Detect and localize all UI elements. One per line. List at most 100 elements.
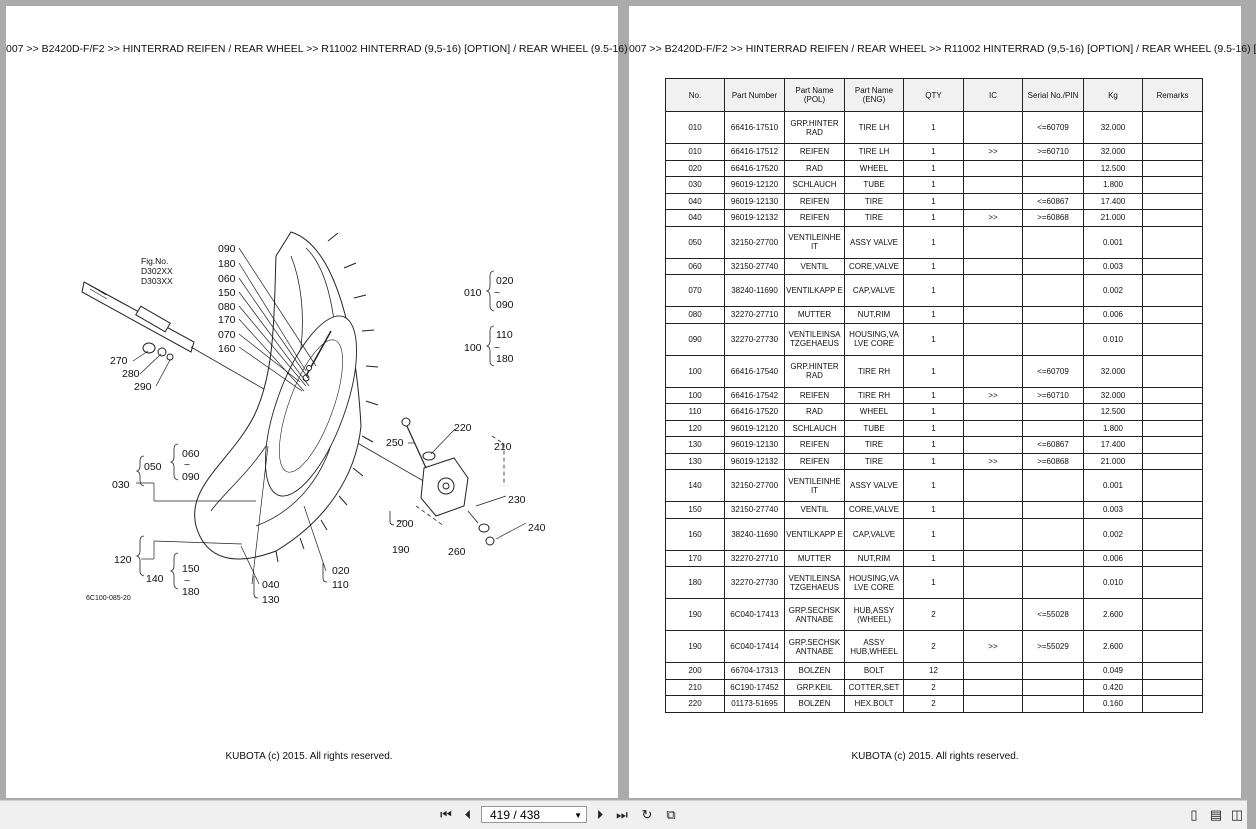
cell-no: 010	[665, 111, 725, 144]
cell-part-name-pol: VENTIL	[784, 257, 845, 275]
cell-part-number: 32270-27710	[724, 306, 785, 324]
cell-part-name-eng: TIRE	[844, 436, 904, 454]
callout-label: 080	[218, 301, 236, 313]
single-page-view-icon[interactable]: ▯	[1190, 807, 1198, 822]
cell-part-name-pol: VENTILEINSA TZGEHAEUS	[784, 566, 845, 599]
cell-ic: >>	[963, 452, 1023, 470]
cell-part-name-eng: BOLT	[844, 662, 904, 680]
cell-remarks	[1142, 274, 1203, 307]
last-page-icon[interactable]: ⏭	[616, 807, 628, 822]
cell-qty: 1	[903, 566, 964, 599]
cell-serial: >=55029	[1022, 630, 1084, 663]
cell-part-name-pol: MUTTER	[784, 306, 845, 324]
cell-part-number: 32270-27730	[724, 566, 785, 599]
first-page-icon[interactable]: ⏮	[440, 807, 452, 822]
page-number-select[interactable]: 419 / 438 ▼	[481, 806, 587, 823]
cell-no: 020	[665, 159, 725, 177]
next-page-icon[interactable]: ⏵	[596, 807, 604, 822]
cell-serial	[1022, 469, 1084, 502]
cell-remarks	[1142, 678, 1203, 696]
cell-ic: >>	[963, 630, 1023, 663]
cell-part-number: 32270-27710	[724, 549, 785, 567]
cell-part-name-pol: RAD	[784, 159, 845, 177]
rotate-icon[interactable]: ↻	[641, 807, 653, 822]
cell-part-name-eng: NUT,RIM	[844, 306, 904, 324]
cell-kg: 0.049	[1083, 662, 1143, 680]
cell-part-name-eng: TIRE LH	[844, 143, 904, 161]
two-page-view-icon[interactable]: ▤	[1209, 807, 1223, 822]
cell-part-number: 6C040-17413	[724, 598, 785, 631]
cell-part-number: 66416-17542	[724, 386, 785, 404]
cell-part-number: 66416-17512	[724, 143, 785, 161]
cell-part-name-pol: GRP.SECHSK ANTNABE	[784, 630, 845, 663]
cell-kg: 21.000	[1083, 452, 1143, 470]
callout-label: 110	[332, 579, 349, 591]
cell-part-name-pol: BOLZEN	[784, 662, 845, 680]
cell-kg: 32.000	[1083, 143, 1143, 161]
cell-ic	[963, 403, 1023, 421]
cell-kg: 1.800	[1083, 176, 1143, 194]
callout-label: 040	[262, 579, 280, 591]
left-page: 007 >> B2420D-F/F2 >> HINTERRAD REIFEN /…	[6, 6, 633, 798]
table-header-row: No. Part Number Part Name (POL) Part Nam…	[665, 78, 1203, 112]
parts-table: No. Part Number Part Name (POL) Part Nam…	[665, 78, 1203, 713]
cell-remarks	[1142, 452, 1203, 470]
cell-qty: 1	[903, 452, 964, 470]
cell-remarks	[1142, 469, 1203, 502]
cell-ic	[963, 354, 1023, 388]
callout-label: 060	[218, 273, 236, 285]
range-tilde: ~	[494, 342, 500, 354]
facing-pages-view-icon[interactable]: ◫	[1230, 807, 1244, 822]
cell-serial	[1022, 662, 1084, 680]
cell-serial	[1022, 225, 1084, 259]
cell-part-name-eng: TIRE	[844, 452, 904, 470]
cell-part-name-pol: REIFEN	[784, 386, 845, 404]
cell-serial	[1022, 257, 1084, 275]
cell-part-name-eng: TIRE RH	[844, 354, 904, 388]
cell-ic	[963, 549, 1023, 567]
cell-qty: 1	[903, 549, 964, 567]
cell-remarks	[1142, 225, 1203, 259]
cell-part-name-eng: CAP,VALVE	[844, 517, 904, 551]
cell-kg: 21.000	[1083, 209, 1143, 227]
cell-serial	[1022, 159, 1084, 177]
cell-serial: <=55028	[1022, 598, 1084, 631]
fit-width-icon[interactable]: ⧉	[666, 807, 676, 822]
cell-serial	[1022, 695, 1084, 713]
cell-part-number: 66416-17510	[724, 111, 785, 144]
cell-ic: >>	[963, 209, 1023, 227]
cell-serial	[1022, 419, 1084, 437]
cell-part-number: 32150-27700	[724, 225, 785, 259]
cell-part-name-pol: MUTTER	[784, 549, 845, 567]
col-header-part-name-pol: Part Name (POL)	[784, 78, 845, 112]
prev-page-icon[interactable]: ⏴	[464, 807, 472, 822]
nut-part	[142, 342, 156, 354]
cell-part-name-pol: VENTILEINHE IT	[784, 469, 845, 502]
cell-qty: 1	[903, 469, 964, 502]
cell-kg: 0.001	[1083, 225, 1143, 259]
cell-ic	[963, 306, 1023, 324]
cell-no: 120	[665, 419, 725, 437]
cell-part-name-eng: TIRE	[844, 192, 904, 210]
cell-part-number: 32150-27740	[724, 501, 785, 519]
col-header-part-number: Part Number	[724, 78, 785, 112]
cell-kg: 12.500	[1083, 403, 1143, 421]
cell-no: 040	[665, 192, 725, 210]
callout-label: 160	[218, 343, 236, 355]
cell-serial	[1022, 566, 1084, 599]
cell-qty: 1	[903, 274, 964, 307]
cell-kg: 2.600	[1083, 598, 1143, 631]
cell-serial	[1022, 403, 1084, 421]
cell-ic	[963, 517, 1023, 551]
cell-ic	[963, 436, 1023, 454]
cell-part-name-eng: TIRE RH	[844, 386, 904, 404]
fig-number-label: Fig.No.	[141, 256, 168, 266]
cell-remarks	[1142, 111, 1203, 144]
